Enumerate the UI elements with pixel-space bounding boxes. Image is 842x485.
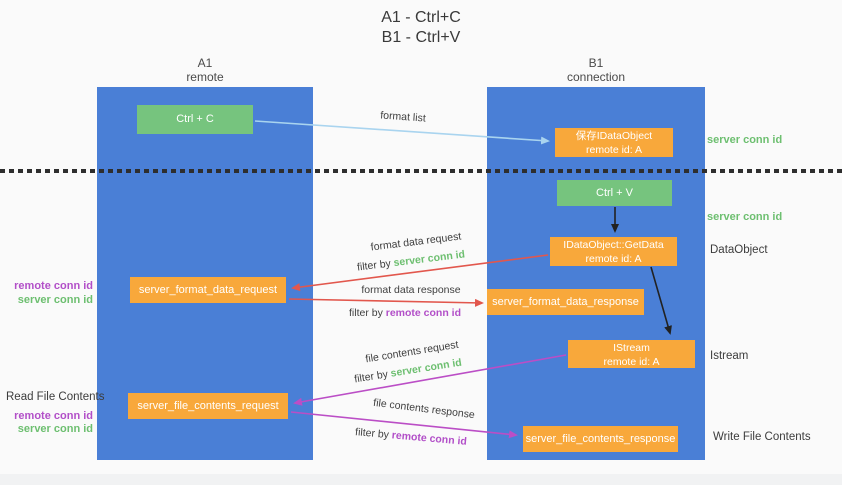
write-file-contents-label: Write File Contents — [713, 431, 811, 443]
lifeline-a1-role: remote — [186, 70, 224, 84]
remote-conn-id-key: remote conn id — [391, 429, 468, 448]
istream-remote-id: remote id: A — [603, 356, 660, 368]
lifeline-header-a1: A1 remote — [97, 56, 313, 84]
lifeline-a1-name: A1 — [197, 56, 213, 70]
ctrl-c-box: Ctrl + C — [137, 105, 253, 134]
title-line-a1: A1 - Ctrl+C — [381, 9, 461, 26]
istream-box: IStream remote id: A — [568, 340, 695, 368]
remote-conn-id-label-bottom: remote conn id — [14, 410, 93, 422]
mid-left-conn-ids: remote conn id server conn id — [0, 279, 93, 307]
filter-by-text: filter by — [354, 426, 390, 442]
read-file-contents-label: Read File Contents — [6, 391, 105, 403]
filter-by-text: filter by — [356, 257, 392, 274]
save-idataobject-box: 保存IDataObject remote id: A — [555, 128, 673, 157]
filter-by-text: filter by — [348, 307, 383, 319]
format-list-edge-label: format list — [379, 109, 427, 125]
server-file-contents-response-box: server_file_contents_response — [523, 426, 678, 452]
istream-side-label: Istream — [710, 350, 749, 362]
title-line-b1: B1 - Ctrl+V — [381, 29, 461, 46]
window-bottom-strip — [0, 474, 842, 485]
server-format-data-request-box: server_format_data_request — [130, 277, 286, 303]
lifeline-b1-name: B1 — [588, 56, 604, 70]
format-data-response-filter-label: filter by remote conn id — [349, 307, 461, 319]
server-format-data-response-box: server_format_data_response — [487, 289, 644, 315]
ctrl-v-box: Ctrl + V — [557, 180, 672, 206]
server-conn-id-label-mid-left: server conn id — [17, 294, 93, 306]
remote-conn-id-label-mid: remote conn id — [14, 280, 93, 292]
arrow-format-data-response — [288, 298, 484, 307]
filter-by-text: filter by — [353, 368, 389, 386]
diagram-title: A1 - Ctrl+C B1 - Ctrl+V — [0, 8, 842, 48]
remote-conn-id-key: remote conn id — [385, 307, 462, 319]
server-conn-id-key: server conn id — [392, 248, 466, 270]
file-contents-response-edge-label: file contents response — [372, 396, 476, 422]
file-contents-response-filter-label: filter by remote conn id — [355, 426, 468, 448]
istream-title: IStream — [613, 342, 650, 354]
save-idataobject-title: 保存IDataObject — [575, 130, 653, 142]
bottom-left-conn-ids: remote conn id server conn id — [0, 410, 93, 436]
server-conn-id-label-top: server conn id — [707, 134, 783, 146]
server-file-contents-request-box: server_file_contents_request — [128, 393, 288, 419]
idataobject-getdata-box: IDataObject::GetData remote id: A — [550, 237, 677, 266]
dataobject-label: DataObject — [710, 244, 768, 256]
lifeline-b1-role: connection — [566, 70, 626, 84]
getdata-remote-id: remote id: A — [585, 253, 642, 265]
save-idataobject-remote-id: remote id: A — [585, 144, 643, 156]
getdata-title: IDataObject::GetData — [563, 239, 664, 251]
server-conn-id-label-bottom: server conn id — [17, 423, 93, 435]
lifeline-header-b1: B1 connection — [487, 56, 705, 84]
server-conn-id-label-mid: server conn id — [707, 211, 783, 223]
format-data-response-edge-label: format data response — [361, 284, 461, 296]
server-conn-id-key: server conn id — [389, 356, 463, 380]
phase-divider-dotted-line — [0, 169, 842, 173]
